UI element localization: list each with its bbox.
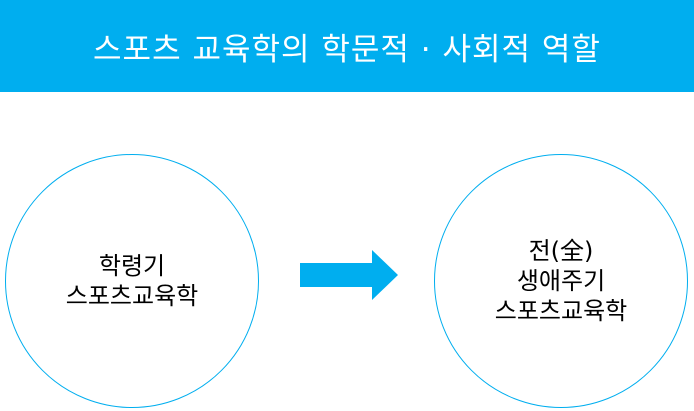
node-label-line: 학령기 (98, 252, 166, 280)
node-label-line: 전(全) (528, 237, 594, 265)
node-label-line: 생애주기 (516, 267, 606, 295)
node-label-line: 스포츠교육학 (65, 282, 199, 310)
title-banner: 스포츠 교육학의 학문적 · 사회적 역할 (0, 0, 694, 92)
arrow-right-icon (300, 250, 398, 300)
node-label-line: 스포츠교육학 (494, 297, 628, 325)
node-lifelong-sports-pedagogy: 전(全) 생애주기 스포츠교육학 (434, 154, 688, 408)
page-title: 스포츠 교육학의 학문적 · 사회적 역할 (93, 31, 601, 68)
node-school-age-sports-pedagogy: 학령기 스포츠교육학 (5, 154, 259, 408)
